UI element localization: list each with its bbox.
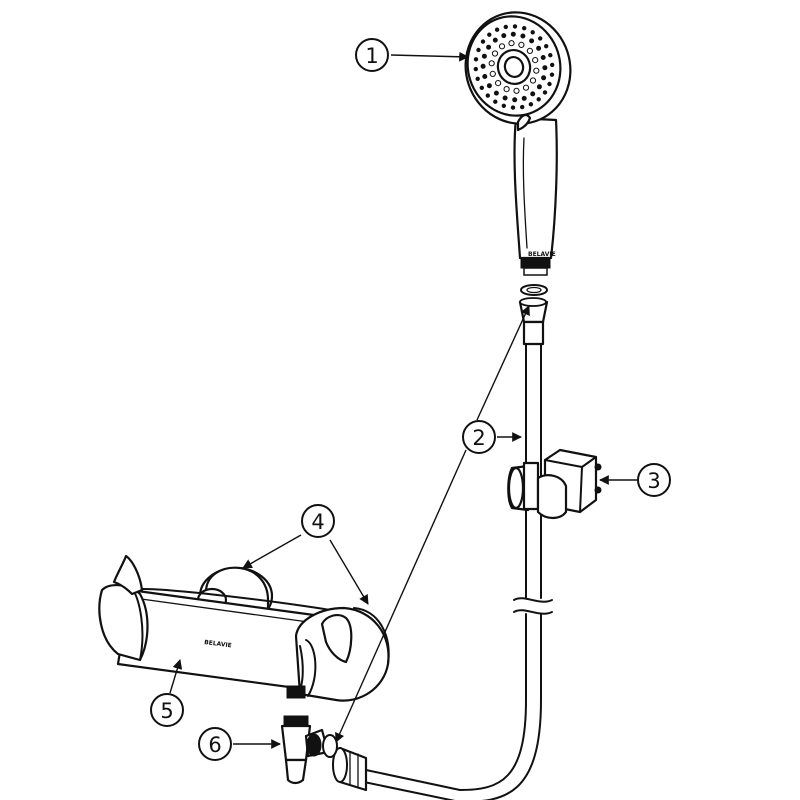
spray-nozzle [475, 76, 480, 82]
spray-nozzle [536, 45, 542, 51]
spray-nozzle [510, 31, 516, 37]
wall-connector-right [353, 607, 390, 665]
spray-nozzle [482, 74, 488, 79]
spray-nozzle [501, 103, 506, 109]
spray-nozzle [485, 93, 490, 98]
spray-nozzle [550, 62, 555, 68]
spray-nozzle [493, 99, 498, 104]
spray-nozzle [529, 77, 537, 84]
holder-clamp [522, 461, 540, 511]
spray-nozzle [536, 97, 541, 102]
callout-3-label: 3 [647, 469, 660, 493]
spray-nozzle [548, 53, 553, 58]
mixer-outlet-thread [286, 685, 306, 699]
thermostatic-mixer: BELAVIE [98, 554, 390, 702]
spray-nozzle [530, 91, 536, 97]
spray-nozzle [538, 36, 543, 41]
spray-nozzle [544, 44, 549, 49]
spray-nozzle [520, 104, 525, 110]
callout-2-label: 2 [472, 426, 485, 450]
spray-nozzle [494, 27, 500, 32]
shower-holder [507, 448, 602, 520]
spray-nozzle [542, 65, 548, 71]
spray-nozzle [473, 66, 478, 72]
spray-nozzle [473, 57, 479, 62]
spray-nozzle [547, 81, 552, 87]
spray-nozzle [480, 63, 486, 69]
hand-shower: BELAVIE [464, 11, 572, 276]
spray-nozzle [518, 41, 525, 49]
hose-upper-sleeve [522, 320, 545, 346]
spray-nozzle [493, 90, 499, 96]
spray-nozzle [508, 40, 515, 47]
spray-nozzle [498, 43, 506, 50]
spray-nozzle [533, 67, 540, 74]
shower-hose [332, 297, 553, 800]
spray-nozzle [526, 47, 534, 55]
hand-shower-thread [520, 257, 551, 269]
temperature-knob [98, 584, 149, 662]
spray-nozzle [512, 24, 518, 29]
outlet-adapter [280, 715, 338, 785]
spray-nozzle [503, 24, 508, 30]
spray-nozzle [541, 75, 547, 81]
spray-nozzle [488, 60, 495, 67]
callout-6-label: 6 [208, 733, 221, 757]
callout-5: 5 [150, 693, 184, 727]
spray-nozzle [529, 38, 535, 44]
spray-nozzle [479, 85, 484, 91]
temperature-lever [112, 554, 144, 596]
spray-nozzle [489, 70, 496, 78]
hand-shower-handle [513, 116, 558, 260]
spray-nozzle [513, 87, 520, 94]
spray-nozzle [532, 57, 539, 64]
spray-nozzle [549, 72, 555, 77]
spray-nozzle [502, 95, 508, 101]
spray-nozzle [530, 30, 535, 35]
callout-4: 4 [301, 504, 335, 538]
spray-nozzle [495, 80, 502, 87]
spray-nozzle [510, 105, 516, 110]
callout-4-label: 4 [311, 510, 324, 534]
spray-nozzle [542, 90, 548, 95]
spray-nozzle [486, 44, 492, 50]
callout-1-label: 1 [365, 44, 378, 68]
mixer-logo: BELAVIE [204, 639, 232, 649]
spray-nozzle [521, 95, 527, 101]
spray-nozzle [486, 83, 492, 89]
spray-nozzle [522, 26, 527, 31]
spray-nozzle [492, 37, 498, 43]
spray-nozzle [476, 47, 481, 53]
hose-washer [520, 284, 548, 296]
spray-nozzle [540, 55, 546, 60]
spray-nozzle [528, 102, 534, 107]
hand-shower-logo: BELAVIE [528, 251, 556, 258]
flow-lever [320, 614, 353, 664]
spray-nozzle [501, 33, 507, 39]
spray-nozzle [522, 84, 530, 91]
callout-2: 2 [462, 420, 496, 454]
spray-nozzle [480, 39, 486, 44]
spray-nozzles [473, 24, 555, 110]
spray-nozzle [520, 33, 526, 39]
spray-nozzle [481, 53, 487, 59]
callout-1: 1 [355, 38, 389, 72]
spray-nozzle [503, 86, 510, 93]
leader-lines [169, 51, 637, 749]
spray-nozzle [491, 50, 499, 57]
callout-6: 6 [198, 727, 232, 761]
spray-nozzle [536, 84, 542, 90]
callout-5-label: 5 [160, 699, 173, 723]
spray-nozzle [512, 97, 518, 103]
callout-3: 3 [637, 463, 671, 497]
spray-nozzle [487, 32, 492, 37]
